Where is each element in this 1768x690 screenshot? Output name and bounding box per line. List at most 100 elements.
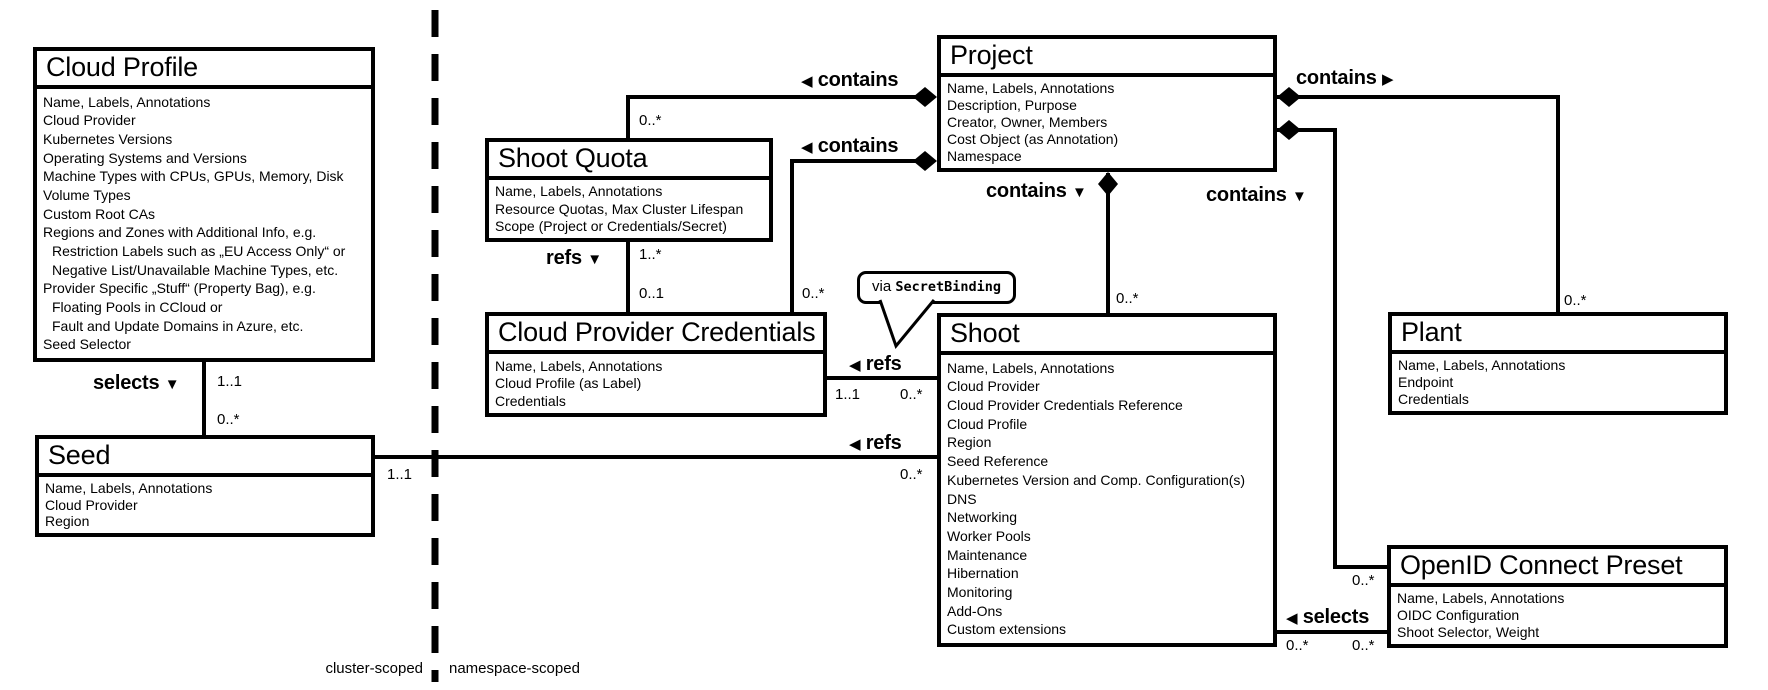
down-arrow-icon: ▼	[164, 376, 180, 393]
cloud-provider-credentials-box: Cloud Provider Credentials Name, Labels,…	[485, 312, 827, 417]
attribute-row: Creator, Owner, Members	[947, 114, 1108, 130]
left-arrow-icon: ◀	[849, 436, 861, 453]
project-title: Project	[941, 39, 1273, 77]
attribute-row: Description, Purpose	[947, 97, 1077, 113]
aggregation-diamond-icon	[1098, 172, 1118, 196]
attribute-row: Machine Types with CPUs, GPUs, Memory, D…	[43, 168, 344, 185]
attribute-row: Name, Labels, Annotations	[947, 359, 1115, 376]
multiplicity: 0..*	[639, 112, 662, 129]
attribute-row: Fault and Update Domains in Azure, etc.	[52, 317, 304, 334]
plant-title: Plant	[1392, 316, 1724, 354]
attribute-row: Name, Labels, Annotations	[1397, 590, 1565, 606]
cloud-provider-credentials-title: Cloud Provider Credentials	[489, 316, 823, 354]
down-arrow-icon: ▼	[1292, 188, 1307, 205]
seed-title: Seed	[39, 439, 371, 477]
attribute-row: Cloud Provider Credentials Reference	[947, 397, 1183, 414]
attribute-row: Name, Labels, Annotations	[495, 357, 663, 374]
attribute-row: Kubernetes Versions	[43, 130, 173, 147]
secret-binding-callout: via SecretBinding	[857, 271, 1017, 350]
attribute-row: Custom Root CAs	[43, 205, 156, 222]
attribute-row: Kubernetes Version and Comp. Configurati…	[947, 471, 1246, 488]
multiplicity: 0..*	[900, 386, 923, 403]
cloud-profile-title: Cloud Profile	[37, 51, 371, 89]
attribute-row: Name, Labels, Annotations	[947, 80, 1115, 96]
project-attributes: Name, Labels, Annotations Description, P…	[941, 77, 1273, 168]
aggregation-diamond-icon	[913, 151, 937, 171]
attribute-row: Volume Types	[43, 186, 131, 203]
attribute-row: Cloud Provider	[947, 378, 1040, 395]
shoot-quota-box: Shoot Quota Name, Labels, Annotations Re…	[485, 138, 773, 242]
aggregation-diamond-icon	[1277, 87, 1301, 107]
attribute-row: Resource Quotas, Max Cluster Lifespan	[495, 200, 744, 217]
shoot-quota-attributes: Name, Labels, Annotations Resource Quota…	[489, 180, 769, 238]
cloud-provider-credentials-attributes: Name, Labels, Annotations Cloud Profile …	[489, 354, 823, 413]
attribute-row: Monitoring	[947, 583, 1013, 600]
attribute-row: Networking	[947, 509, 1018, 526]
left-arrow-icon: ◀	[849, 357, 861, 374]
openid-connect-preset-box: OpenID Connect Preset Name, Labels, Anno…	[1387, 545, 1728, 648]
attribute-row: Region	[947, 434, 992, 451]
namespace-scoped-label: namespace-scoped	[449, 660, 580, 677]
contains-label-oidc: contains ▼	[1206, 184, 1307, 206]
callout-code: SecretBinding	[895, 279, 1002, 295]
attribute-row: Floating Pools in CCloud or	[52, 298, 223, 315]
right-arrow-icon: ▶	[1382, 71, 1394, 88]
attribute-row: Name, Labels, Annotations	[43, 93, 211, 110]
callout-tail	[878, 299, 936, 350]
refs-label-shoot-credentials: ◀ refs	[849, 353, 902, 375]
multiplicity: 0..1	[639, 285, 665, 302]
attribute-row: DNS	[947, 490, 977, 507]
aggregation-diamond-icon	[1277, 120, 1301, 140]
attribute-row: Name, Labels, Annotations	[1398, 357, 1566, 373]
refs-label-shoot-seed: ◀ refs	[849, 432, 902, 454]
attribute-row: OIDC Configuration	[1397, 607, 1520, 623]
multiplicity: 0..*	[1352, 572, 1375, 589]
attribute-row: Namespace	[947, 148, 1022, 164]
refs-label-quota-credentials: refs ▼	[546, 247, 602, 269]
multiplicity: 0..*	[1286, 637, 1309, 654]
multiplicity: 0..*	[900, 466, 923, 483]
down-arrow-icon: ▼	[587, 251, 602, 268]
multiplicity: 0..*	[802, 285, 825, 302]
plant-box: Plant Name, Labels, Annotations Endpoint…	[1388, 312, 1728, 415]
attribute-row: Restriction Labels such as „EU Access On…	[52, 242, 346, 259]
shoot-box: Shoot Name, Labels, Annotations Cloud Pr…	[937, 313, 1277, 647]
contains-line-project-plant	[1272, 95, 1560, 314]
contains-label-shoot-quota: ◀ contains	[801, 69, 899, 91]
multiplicity: 0..*	[217, 411, 240, 428]
attribute-row: Name, Labels, Annotations	[45, 479, 213, 496]
callout-prefix: via	[872, 278, 896, 295]
attribute-row: Cost Object (as Annotation)	[947, 131, 1119, 147]
selects-label: selects ▼	[93, 372, 180, 394]
down-arrow-icon: ▼	[1072, 184, 1087, 201]
attribute-row: Endpoint	[1398, 374, 1454, 390]
seed-box: Seed Name, Labels, Annotations Cloud Pro…	[35, 435, 375, 537]
multiplicity: 0..*	[1564, 292, 1587, 309]
contains-label-credentials: ◀ contains	[801, 135, 899, 157]
aggregation-diamond-icon	[913, 87, 937, 107]
attribute-row: Cloud Profile	[947, 415, 1028, 432]
left-arrow-icon: ◀	[801, 139, 813, 156]
plant-attributes: Name, Labels, Annotations Endpoint Crede…	[1392, 354, 1724, 411]
attribute-row: Shoot Selector, Weight	[1397, 624, 1540, 640]
shoot-attributes: Name, Labels, Annotations Cloud Provider…	[941, 355, 1273, 643]
attribute-row: Credentials	[1398, 391, 1469, 407]
cloud-profile-attributes: Name, Labels, Annotations Cloud Provider…	[37, 89, 371, 358]
attribute-row: Seed Selector	[43, 336, 131, 353]
multiplicity: 1..1	[387, 466, 413, 483]
project-box: Project Name, Labels, Annotations Descri…	[937, 35, 1277, 172]
multiplicity: 1..1	[217, 373, 243, 390]
contains-line-project-credentials	[790, 159, 930, 314]
attribute-row: Operating Systems and Versions	[43, 149, 247, 166]
attribute-row: Credentials	[495, 392, 566, 409]
contains-label-plant: contains ▶	[1296, 67, 1394, 89]
multiplicity: 0..*	[1352, 637, 1375, 654]
multiplicity: 0..*	[1116, 290, 1139, 307]
attribute-row: Seed Reference	[947, 453, 1049, 470]
attribute-row: Negative List/Unavailable Machine Types,…	[52, 261, 339, 278]
contains-label-shoot: contains ▼	[986, 180, 1087, 202]
multiplicity: 1..*	[639, 246, 662, 263]
openid-connect-preset-title: OpenID Connect Preset	[1391, 549, 1724, 587]
